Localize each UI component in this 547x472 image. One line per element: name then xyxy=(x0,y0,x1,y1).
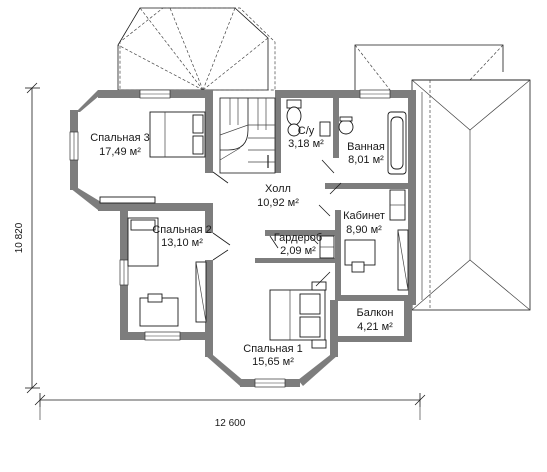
room-area-bathroom: 8,01 м² xyxy=(348,154,384,166)
height-dimension-label: 10 820 xyxy=(14,222,25,253)
width-dimension-label: 12 600 xyxy=(215,418,246,429)
room-name-bedroom1: Спальная 1 xyxy=(243,343,303,355)
room-name-wc: С/у xyxy=(298,125,315,137)
room-name-hall: Холл xyxy=(265,183,291,195)
room-name-office: Кабинет xyxy=(343,210,385,222)
room-area-office: 8,90 м² xyxy=(346,224,382,236)
wc-fixtures xyxy=(286,99,331,137)
room-name-bedroom3: Спальная 3 xyxy=(90,132,150,144)
door-swings xyxy=(212,159,342,287)
room-name-wardrobe: Гардероб xyxy=(274,232,322,244)
room-name-bathroom: Ванная xyxy=(347,141,385,153)
room-area-wardrobe: 2,09 м² xyxy=(280,245,316,257)
roof-top xyxy=(117,7,276,91)
room-area-wc: 3,18 м² xyxy=(288,138,324,150)
roof-right-upper xyxy=(354,44,504,91)
room-area-hall: 10,92 м² xyxy=(257,197,299,209)
room-area-bedroom2: 13,10 м² xyxy=(161,237,203,249)
roof-right xyxy=(411,79,531,311)
dimension-width xyxy=(34,393,426,420)
room-area-bedroom1: 15,65 м² xyxy=(252,356,294,368)
room-area-bedroom3: 17,49 м² xyxy=(99,146,141,158)
interior-walls xyxy=(205,98,416,335)
bed-bedroom-1 xyxy=(269,281,327,349)
staircase xyxy=(219,97,276,174)
room-name-balcony: Балкон xyxy=(357,307,394,319)
bed-bedroom-3 xyxy=(99,111,206,204)
windows xyxy=(69,89,391,388)
wardrobe-shelves xyxy=(319,235,335,259)
bathroom-fixtures xyxy=(338,111,407,175)
room-area-balcony: 4,21 м² xyxy=(357,321,393,333)
bedroom-2-furniture xyxy=(127,217,207,327)
room-name-bedroom2: Спальная 2 xyxy=(152,224,212,236)
office-furniture xyxy=(344,189,409,291)
dimension-height xyxy=(25,82,40,394)
